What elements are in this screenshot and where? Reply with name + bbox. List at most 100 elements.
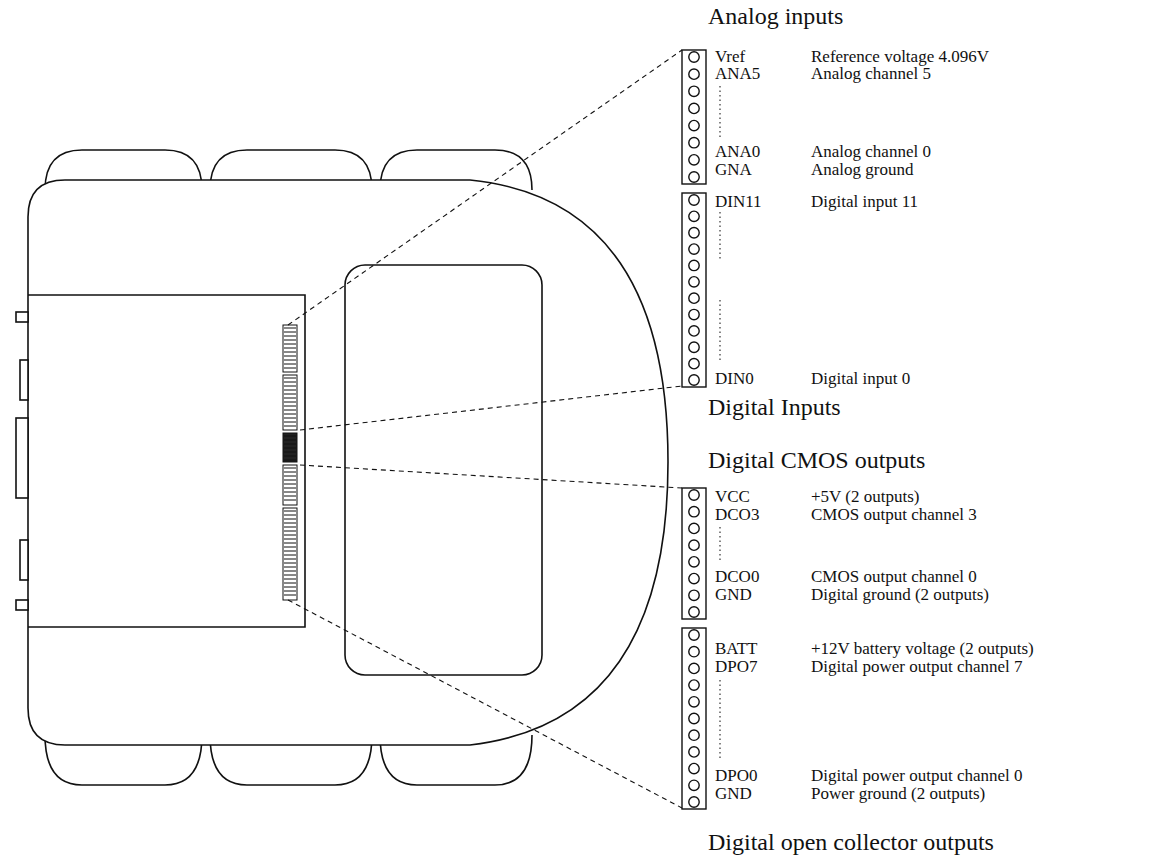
header-pin	[284, 386, 296, 387]
terminal-screw	[689, 342, 699, 352]
pin-description: CMOS output channel 3	[811, 506, 977, 523]
header-pin	[284, 496, 296, 497]
terminal-screw	[689, 490, 699, 500]
pin-name: ANA5	[715, 65, 760, 82]
header-pin	[284, 547, 296, 548]
header-pin	[284, 555, 296, 556]
header-pin	[284, 567, 296, 568]
side-bump	[16, 312, 28, 322]
pin-name: Vref	[715, 48, 745, 65]
header-pin	[284, 402, 296, 403]
leader-line	[300, 465, 682, 488]
body-band	[28, 295, 305, 627]
pin-name: DCO3	[715, 506, 759, 523]
header-pin	[284, 332, 296, 333]
pin-name: DIN11	[715, 193, 762, 210]
ellipsis-dots	[719, 680, 720, 760]
header-pin	[284, 595, 296, 596]
header-pin	[284, 456, 296, 457]
pin-name: GND	[715, 586, 752, 603]
header-pin	[284, 492, 296, 493]
section-heading: Analog inputs	[708, 4, 843, 28]
terminal-block	[682, 193, 706, 387]
terminal-screw	[689, 326, 699, 336]
pin-description: Digital power output channel 0	[811, 767, 1023, 784]
header-pin	[284, 390, 296, 391]
terminal-screw	[689, 607, 699, 617]
header-pin	[284, 551, 296, 552]
header-pin	[284, 422, 296, 423]
header-pin	[284, 440, 296, 441]
terminal-block	[682, 50, 706, 184]
header-pin	[284, 418, 296, 419]
terminal-screw	[689, 52, 699, 62]
terminal-screw	[689, 138, 699, 148]
header-pin	[284, 414, 296, 415]
header-pin	[284, 368, 296, 369]
terminal-screw	[689, 277, 699, 287]
terminal-screw	[689, 293, 699, 303]
header-pin	[284, 364, 296, 365]
pin-name: VCC	[715, 488, 750, 505]
header-pin	[284, 531, 296, 532]
header-pin	[284, 591, 296, 592]
header-pin	[284, 535, 296, 536]
terminal-screw	[689, 540, 699, 550]
header-segment	[283, 465, 297, 505]
header-pin	[284, 410, 296, 411]
terminal-screw	[689, 103, 699, 113]
ellipsis-dots	[719, 212, 720, 260]
header-pin	[284, 348, 296, 349]
pin-description: Power ground (2 outputs)	[811, 785, 985, 802]
terminal-screw	[689, 680, 699, 690]
terminal-screw	[689, 211, 699, 221]
header-pin	[284, 340, 296, 341]
pin-name: GND	[715, 785, 752, 802]
header-pin	[284, 587, 296, 588]
terminal-block	[682, 488, 706, 619]
terminal-screw	[689, 730, 699, 740]
terminal-screw	[689, 244, 699, 254]
terminal-screw	[689, 797, 699, 807]
leader-line	[288, 50, 682, 325]
header-pin	[284, 352, 296, 353]
terminal-block	[682, 628, 706, 809]
terminal-screw	[689, 195, 699, 205]
pin-description: Digital input 0	[811, 370, 910, 387]
header-pin	[284, 378, 296, 379]
terminal-screw	[689, 697, 699, 707]
terminal-screw	[689, 69, 699, 79]
terminal-screw	[689, 780, 699, 790]
header-pin	[284, 356, 296, 357]
pin-description: Digital power output channel 7	[811, 658, 1023, 675]
header-pin	[284, 382, 296, 383]
pin-description: Digital input 11	[811, 193, 918, 210]
header-pin	[284, 480, 296, 481]
header-pin	[284, 328, 296, 329]
header-pin	[284, 406, 296, 407]
header-pin	[284, 460, 296, 461]
header-pin	[284, 472, 296, 473]
header-pin	[284, 360, 296, 361]
terminal-screw	[689, 630, 699, 640]
terminal-screw	[689, 309, 699, 319]
header-pin	[284, 344, 296, 345]
header-pin	[284, 468, 296, 469]
ellipsis-dots	[719, 300, 720, 362]
terminal-screw	[689, 763, 699, 773]
header-pin	[284, 476, 296, 477]
pin-description: CMOS output channel 0	[811, 568, 977, 585]
header-pin	[284, 523, 296, 524]
header-pin	[284, 448, 296, 449]
header-pin	[284, 336, 296, 337]
header-pin	[284, 488, 296, 489]
ellipsis-dots	[719, 527, 720, 562]
terminal-screw	[689, 260, 699, 270]
pin-name: DPO0	[715, 767, 758, 784]
header-pin	[284, 575, 296, 576]
header-segment	[283, 508, 297, 600]
terminal-screw	[689, 155, 699, 165]
header-pin	[284, 444, 296, 445]
pin-name: GNA	[715, 161, 752, 178]
